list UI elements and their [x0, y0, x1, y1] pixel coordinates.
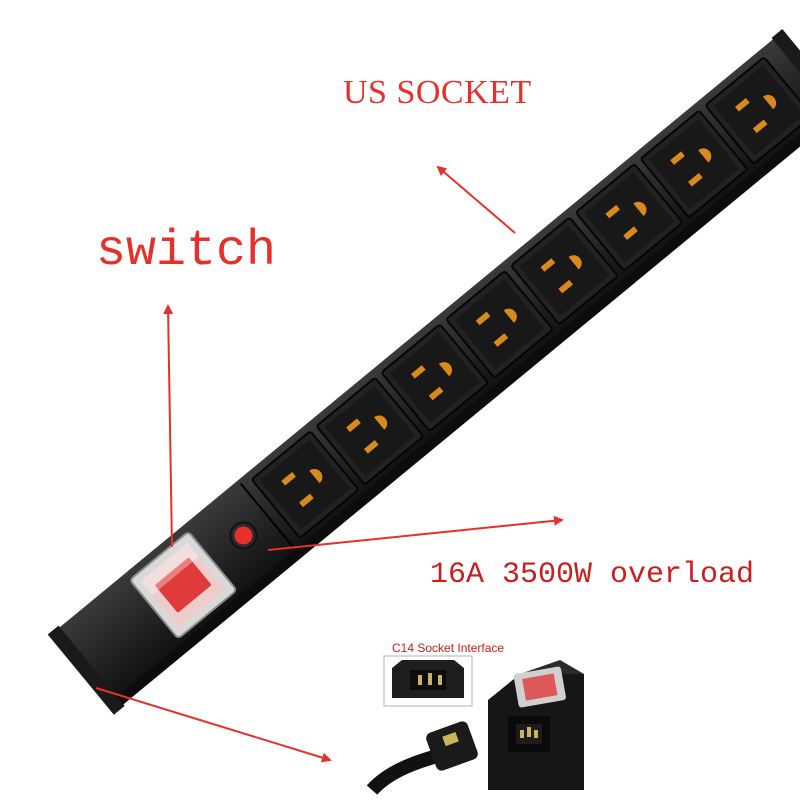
us-outlet-icon[interactable] — [316, 377, 424, 485]
arrow-us-socket — [436, 165, 516, 234]
us-outlet-icon[interactable] — [446, 271, 553, 378]
us-outlet-icon[interactable] — [640, 110, 748, 218]
us-outlet-icon[interactable] — [705, 57, 800, 164]
switch-label: switch — [96, 223, 277, 280]
arrow-switch — [163, 304, 174, 548]
us-outlet-icon[interactable] — [511, 217, 618, 325]
us-outlet-icon[interactable] — [251, 431, 359, 538]
panel-divider — [239, 482, 295, 549]
strip-end-unit — [488, 660, 584, 790]
arrow-c14 — [95, 687, 332, 763]
c14-interface-label: C14 Socket Interface — [392, 641, 505, 655]
arrow-overload — [267, 515, 564, 551]
overload-label: 16A 3500W overload — [430, 558, 755, 592]
outlet-row — [251, 57, 800, 538]
strip-end-cap-right — [771, 29, 800, 119]
power-cord-icon — [366, 721, 478, 795]
us-outlet-icon[interactable] — [381, 324, 489, 431]
us-outlet-icon[interactable] — [575, 164, 683, 271]
rocker-switch-icon[interactable] — [130, 532, 237, 639]
overload-breaker-icon[interactable] — [225, 517, 262, 554]
us-socket-label: US SOCKET — [343, 74, 532, 111]
strip-end-cap-left — [47, 625, 125, 715]
c14-inlet-inset — [383, 655, 473, 707]
power-strip — [47, 29, 800, 715]
